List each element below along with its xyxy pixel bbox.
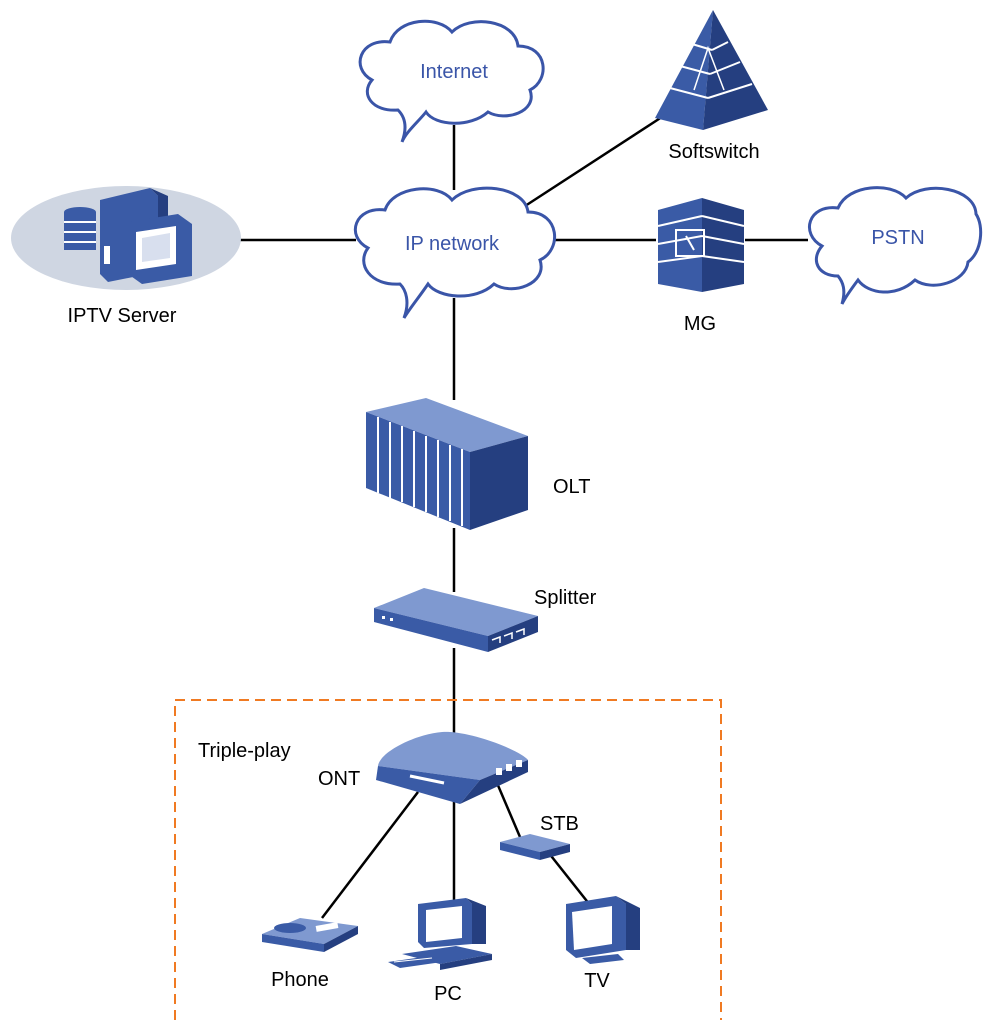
link-ont-phone (321, 791, 419, 919)
ip-network-label: IP network (405, 233, 500, 255)
pstn-label: PSTN (871, 227, 924, 249)
link-ip-softswitch (521, 113, 666, 210)
pstn-cloud: PSTN (807, 186, 983, 305)
link-ont-stb (495, 782, 522, 838)
links (240, 113, 808, 919)
triple-play-label: Triple-play (198, 740, 291, 762)
pc-icon (388, 898, 492, 970)
ont-icon (376, 731, 528, 804)
olt-icon (366, 398, 528, 530)
stb-icon (500, 834, 570, 860)
triple-play-box (174, 699, 722, 1020)
olt-label: OLT (553, 476, 590, 498)
ip-network-cloud: IP network (353, 186, 556, 319)
splitter-icon (374, 588, 538, 652)
ont-label: ONT (318, 768, 360, 790)
tv-icon (566, 896, 640, 964)
phone-label: Phone (271, 969, 329, 991)
splitter-label: Splitter (534, 587, 597, 609)
internet-cloud: Internet (358, 19, 545, 143)
phone-icon (262, 918, 358, 952)
mg-label: MG (684, 313, 716, 335)
link-stb-tv (547, 851, 591, 906)
mg-icon (657, 198, 745, 292)
softswitch-label: Softswitch (668, 141, 759, 163)
iptv-server-label: IPTV Server (68, 305, 177, 327)
iptv-server-icon (11, 186, 241, 290)
pc-label: PC (434, 983, 462, 1005)
tv-label: TV (584, 970, 610, 992)
softswitch-icon (655, 10, 768, 130)
internet-label: Internet (420, 61, 488, 83)
stb-label: STB (540, 813, 579, 835)
